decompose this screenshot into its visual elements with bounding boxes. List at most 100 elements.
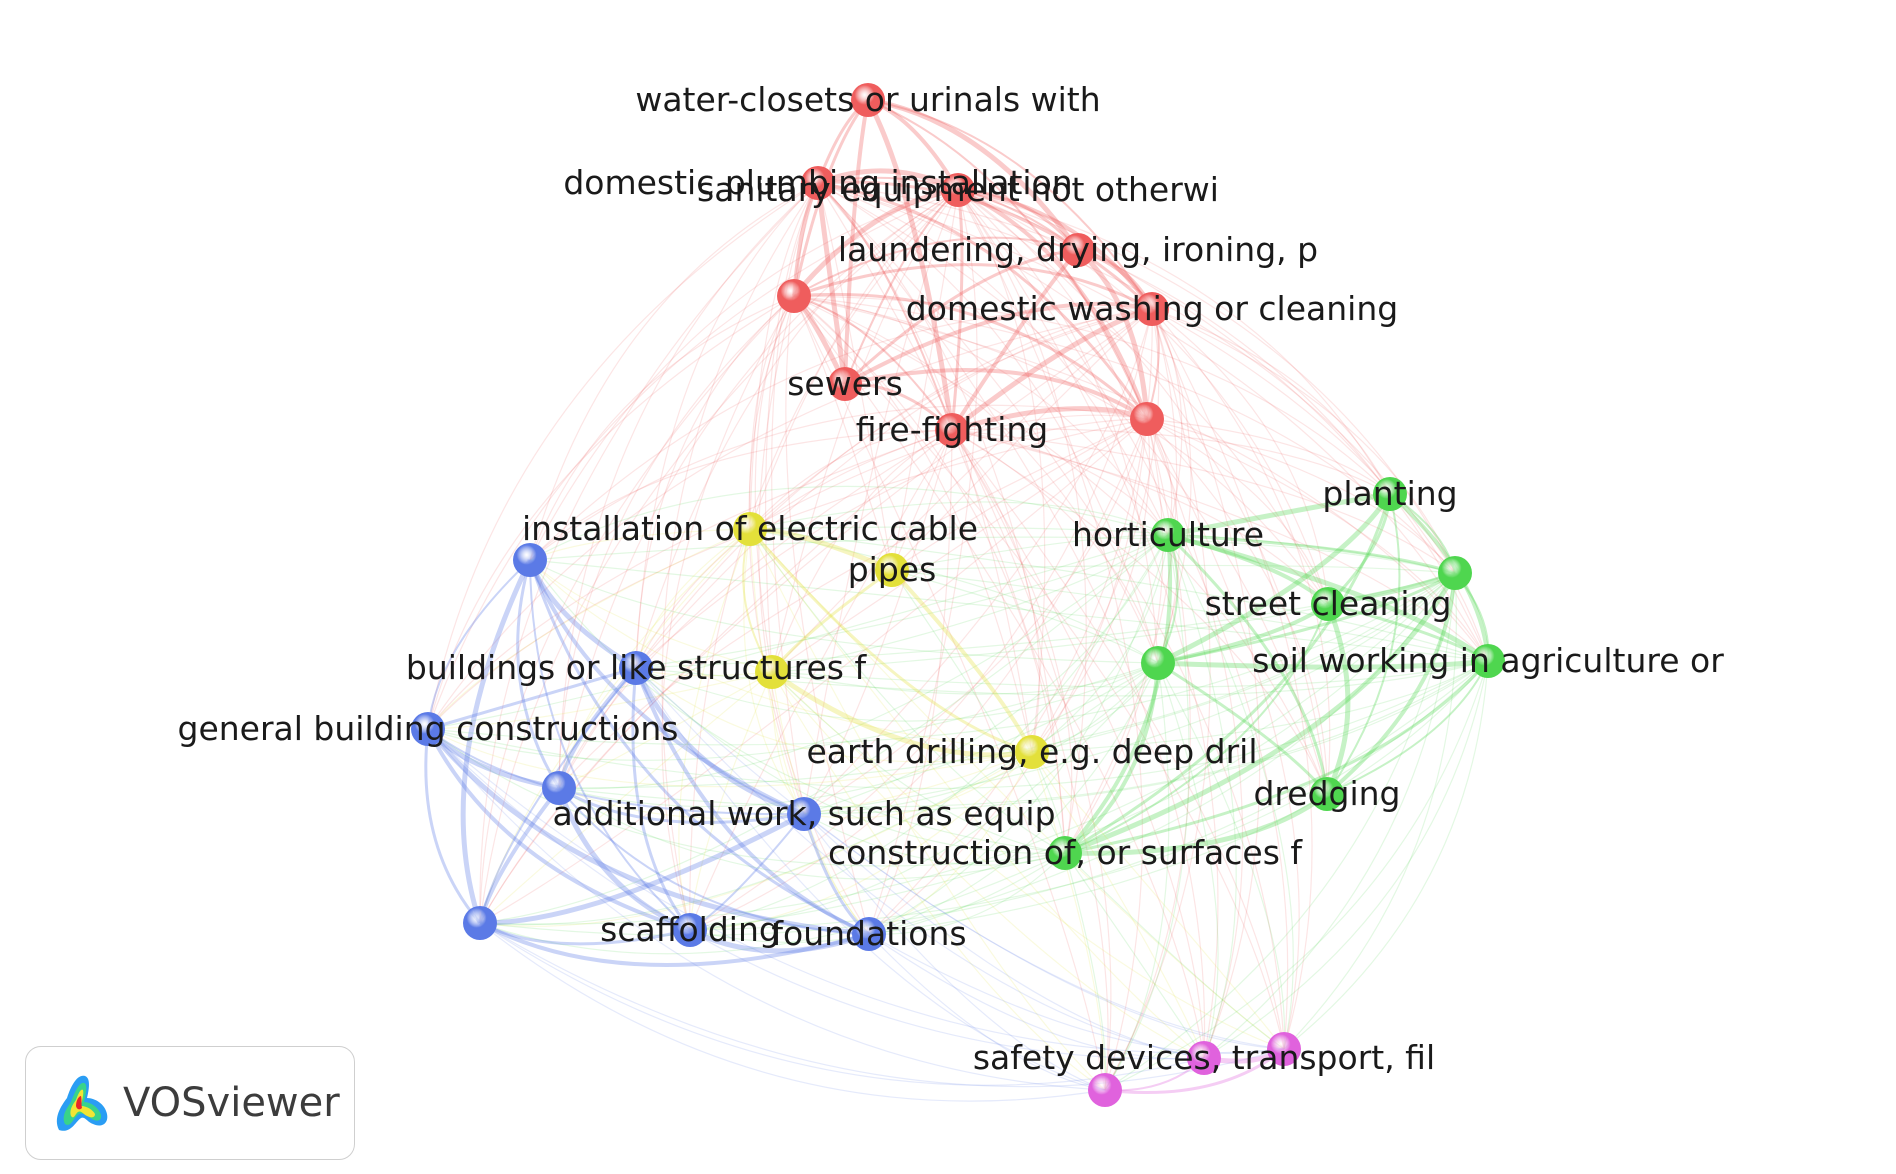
node-sanitary[interactable] xyxy=(941,173,975,207)
node-blue_a[interactable] xyxy=(513,543,547,577)
link-line xyxy=(803,534,1169,815)
link-line xyxy=(635,295,795,669)
link-line xyxy=(427,660,1489,790)
node-hortic[interactable] xyxy=(1151,518,1185,552)
link-line xyxy=(634,667,870,936)
link-line xyxy=(843,248,1079,386)
link-line xyxy=(427,534,1169,730)
node-red_b[interactable] xyxy=(1130,402,1164,436)
node-dom_plumb[interactable] xyxy=(801,166,835,200)
node-purple_a[interactable] xyxy=(1267,1032,1301,1066)
link-line xyxy=(951,429,1456,574)
link-line xyxy=(427,418,1148,730)
link-line xyxy=(951,429,1169,536)
link-line xyxy=(817,182,1112,1091)
link-line xyxy=(868,189,978,935)
link-line xyxy=(749,528,1106,1091)
link-line xyxy=(951,429,1040,753)
link-line xyxy=(770,669,1033,758)
node-label-safety: safety devices, transport, fil xyxy=(973,1038,1435,1077)
node-fire[interactable] xyxy=(935,413,969,447)
node-green_a[interactable] xyxy=(1438,556,1472,590)
node-layer xyxy=(411,83,1505,1107)
node-label-planting: planting xyxy=(1322,474,1457,513)
link-line xyxy=(793,295,1328,795)
link-line xyxy=(748,528,1033,754)
link-line xyxy=(817,182,1328,795)
node-pipes[interactable] xyxy=(875,553,909,587)
link-line xyxy=(529,536,1456,574)
link-line xyxy=(1064,852,1107,1091)
link-line xyxy=(635,667,1066,854)
link-line xyxy=(771,418,1148,673)
link-line xyxy=(1166,533,1329,795)
node-found[interactable] xyxy=(852,917,886,951)
link-line xyxy=(868,662,1159,935)
link-line xyxy=(764,182,819,673)
link-line xyxy=(950,189,964,431)
link-line xyxy=(793,295,893,571)
node-elec[interactable] xyxy=(733,512,767,546)
link-line xyxy=(1283,572,1457,1050)
link-line xyxy=(479,921,870,967)
node-street[interactable] xyxy=(1311,587,1345,621)
node-planting[interactable] xyxy=(1373,477,1407,511)
link-line xyxy=(817,182,1033,753)
link-line xyxy=(817,182,1329,605)
link-line xyxy=(635,572,1456,669)
link-line xyxy=(516,559,561,789)
link-line xyxy=(868,418,1148,935)
node-dredging[interactable] xyxy=(1310,777,1344,811)
link-line xyxy=(1064,852,1285,1050)
node-yellow_a[interactable] xyxy=(755,655,789,689)
node-soil[interactable] xyxy=(1471,644,1505,678)
node-earth[interactable] xyxy=(1015,735,1049,769)
link-line xyxy=(528,559,870,936)
link-line xyxy=(1324,603,1351,796)
link-line xyxy=(868,660,1489,935)
link-line xyxy=(793,295,1106,1091)
node-general[interactable] xyxy=(411,712,445,746)
node-safety[interactable] xyxy=(1187,1041,1221,1075)
node-scaffold[interactable] xyxy=(673,913,707,947)
link-line xyxy=(1151,308,1261,1059)
link-line xyxy=(771,671,1106,1091)
node-dom_wash[interactable] xyxy=(1135,292,1169,326)
node-constr[interactable] xyxy=(1048,836,1082,870)
link-line xyxy=(427,182,819,730)
node-label-buildings: buildings or like structures f xyxy=(406,648,868,687)
node-purple_b[interactable] xyxy=(1088,1073,1122,1107)
node-wc[interactable] xyxy=(851,83,885,117)
link-line xyxy=(529,485,1169,561)
link-line xyxy=(771,572,1456,673)
node-label-pipes: pipes xyxy=(848,550,937,589)
link-line xyxy=(793,295,1329,605)
node-red_a[interactable] xyxy=(777,279,811,313)
node-buildings[interactable] xyxy=(619,651,653,685)
link-line xyxy=(479,852,1066,955)
link-line xyxy=(951,429,1073,854)
node-laundry[interactable] xyxy=(1061,233,1095,267)
link-line xyxy=(957,188,1149,420)
link-line xyxy=(688,927,870,954)
link-line xyxy=(427,559,531,730)
node-blue_b[interactable] xyxy=(542,771,576,805)
link-line xyxy=(635,528,751,669)
link-line xyxy=(957,189,1169,536)
link-line xyxy=(891,429,953,571)
link-line xyxy=(868,933,1106,1091)
link-line xyxy=(633,666,805,817)
link-line xyxy=(1104,308,1211,1091)
link-line xyxy=(479,922,1106,1102)
link-line xyxy=(1283,660,1489,1050)
link-line xyxy=(843,99,870,385)
link-line xyxy=(529,307,1153,561)
node-additional[interactable] xyxy=(787,797,821,831)
node-blue_c[interactable] xyxy=(463,906,497,940)
node-sewers[interactable] xyxy=(828,367,862,401)
link-line xyxy=(558,787,1066,880)
node-green_b[interactable] xyxy=(1141,646,1175,680)
link-line xyxy=(558,534,1169,790)
link-line xyxy=(743,528,805,815)
